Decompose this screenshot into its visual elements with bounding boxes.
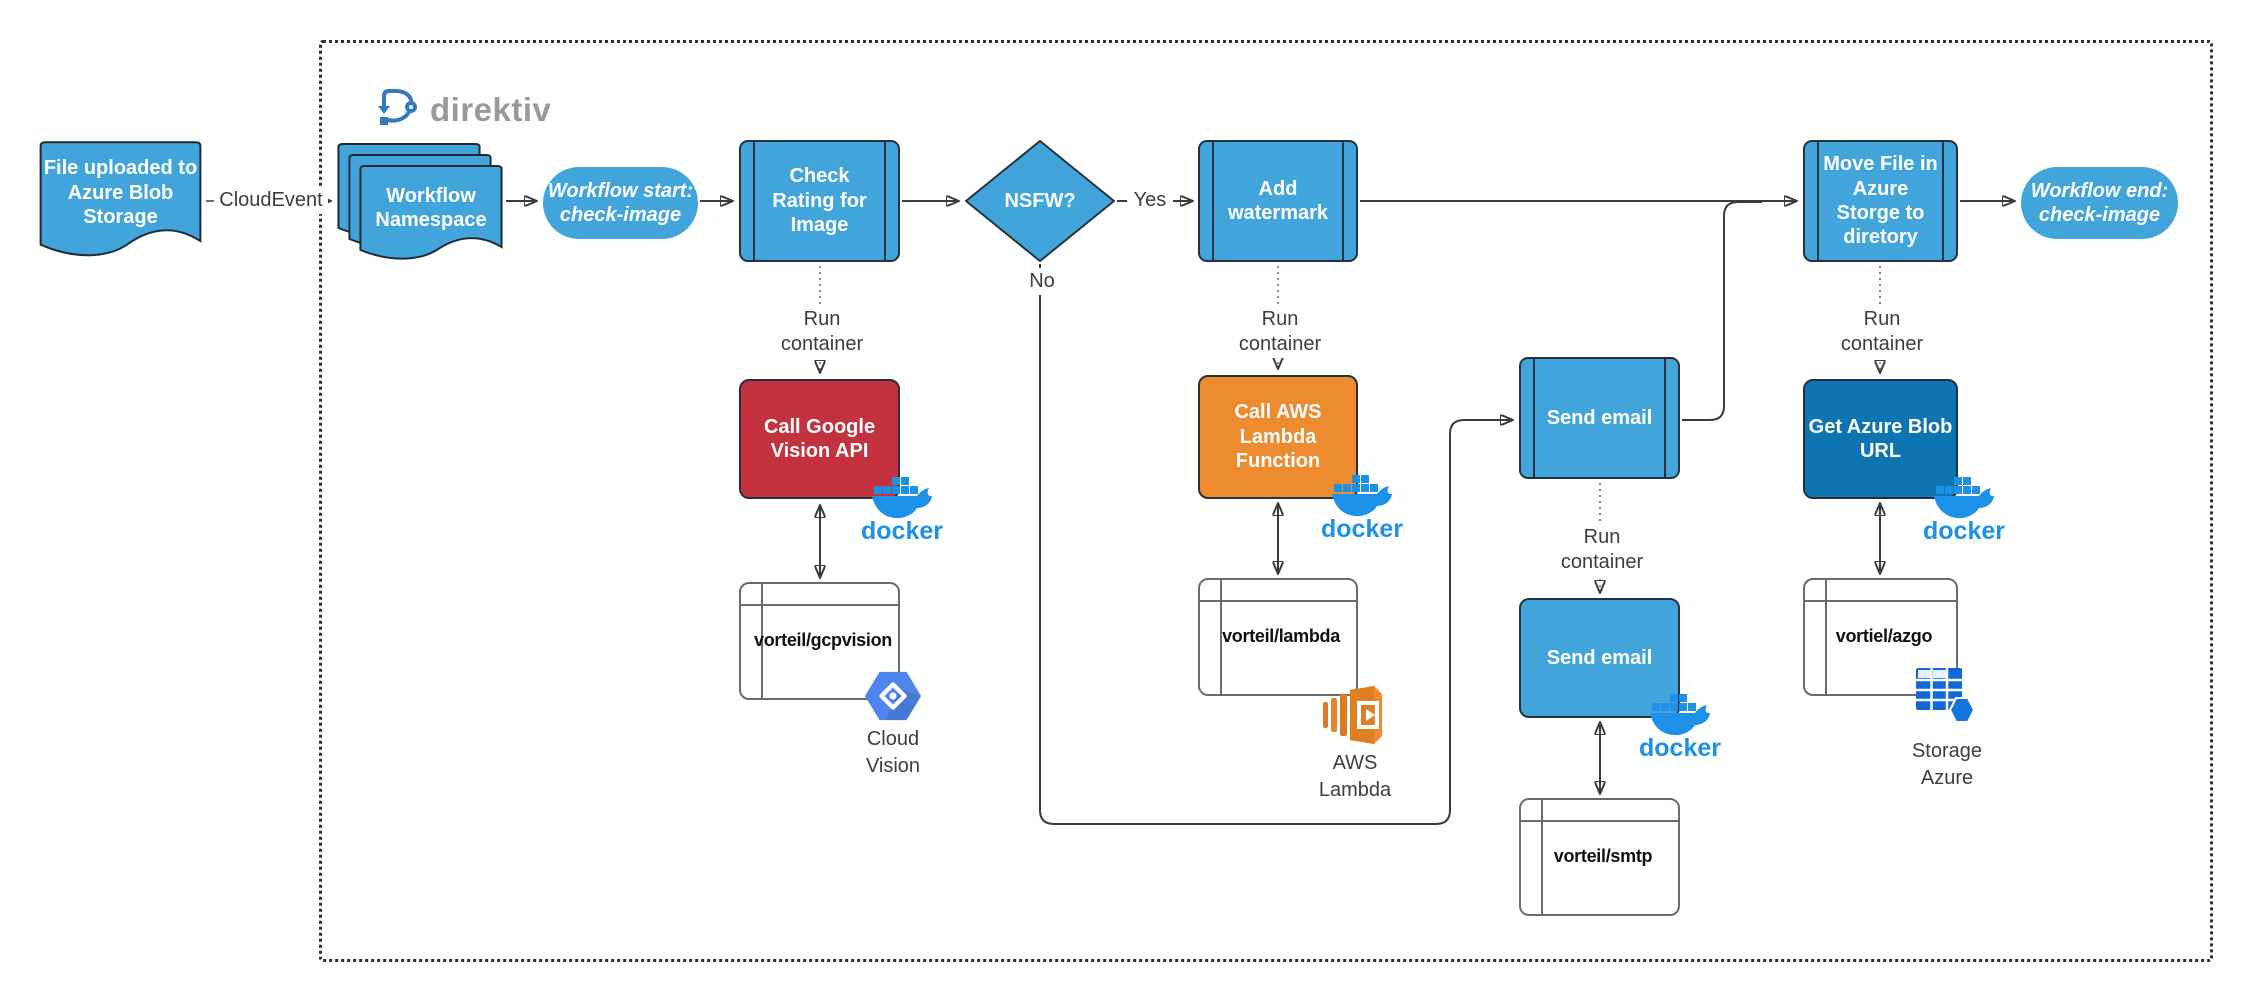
docker-whale-icon <box>872 477 932 519</box>
file-upload-document-shape <box>39 141 202 263</box>
check-rating-node <box>739 140 900 262</box>
no-edge-label: No <box>1014 268 1070 295</box>
workflow-end-node <box>2021 167 2178 239</box>
yes-edge-label: Yes <box>1127 187 1173 214</box>
docker-logo-gcp: docker <box>856 477 948 544</box>
lambda-container-shape <box>1198 578 1358 696</box>
cloudevent-edge-label: CloudEvent <box>214 187 328 214</box>
docker-wordmark: docker <box>1923 517 2005 545</box>
get-azure-blob-node <box>1803 379 1958 499</box>
direktiv-logo: direktiv <box>372 82 551 137</box>
send-email-container-node <box>1519 598 1680 718</box>
docker-wordmark: docker <box>1321 515 1403 543</box>
cloud-vision-caption: Cloud Vision <box>865 728 921 777</box>
storage-azure-icon <box>1916 668 1978 733</box>
run-container-label-gcp: Run container <box>758 306 886 358</box>
nsfw-decision-diamond <box>965 140 1115 262</box>
call-aws-lambda-node <box>1198 375 1358 499</box>
run-container-label-smtp: Run container <box>1538 524 1666 576</box>
direktiv-logo-icon <box>372 82 418 137</box>
run-container-label-lambda: Run container <box>1216 306 1344 358</box>
gcpvision-container-shape <box>739 582 900 700</box>
docker-logo-lambda: docker <box>1316 475 1408 542</box>
docker-whale-icon <box>1332 475 1392 517</box>
docker-logo-smtp: docker <box>1634 694 1726 761</box>
cloud-vision-icon <box>864 670 922 727</box>
workflow-start-node <box>543 167 698 239</box>
run-container-label-azure: Run container <box>1818 306 1946 358</box>
aws-lambda-icon <box>1322 686 1384 749</box>
docker-logo-azure: docker <box>1918 477 2010 544</box>
aws-lambda-caption: AWS Lambda <box>1318 752 1392 801</box>
docker-whale-icon <box>1650 694 1710 736</box>
move-file-node <box>1803 140 1958 262</box>
storage-azure-caption: Storage Azure <box>1911 740 1983 789</box>
docker-whale-icon <box>1934 477 1994 519</box>
namespace-stack-front <box>359 165 503 265</box>
docker-wordmark: docker <box>1639 734 1721 762</box>
workflow-boundary <box>319 40 2213 962</box>
smtp-container-shape <box>1519 798 1680 916</box>
direktiv-wordmark: direktiv <box>430 90 552 128</box>
add-watermark-node <box>1198 140 1358 262</box>
send-email-step-node <box>1519 357 1680 479</box>
docker-wordmark: docker <box>861 517 943 545</box>
call-google-vision-node <box>739 379 900 499</box>
